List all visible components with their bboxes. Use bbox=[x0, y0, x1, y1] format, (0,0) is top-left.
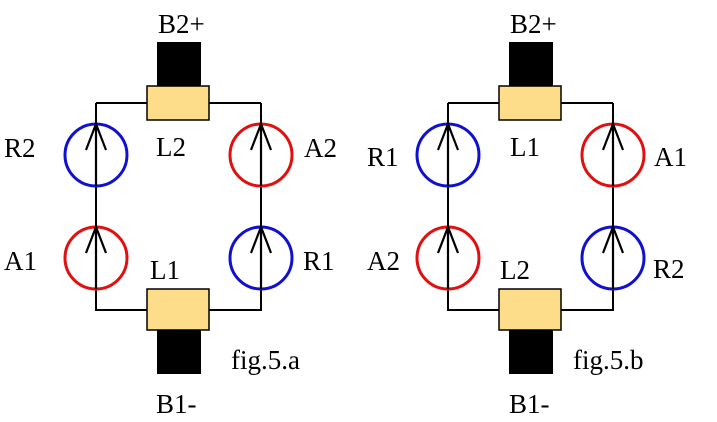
wire-loop bbox=[95, 102, 262, 311]
inductor-bottom bbox=[146, 288, 210, 331]
terminal-label-top: B2+ bbox=[510, 9, 557, 39]
terminal-label-bottom: B1- bbox=[509, 389, 550, 419]
coil-left-bottom: A2 bbox=[367, 223, 481, 291]
figure-5a: B2+ L2 L1 B1- fig.5.a R2 A1 A2 R1 bbox=[4, 9, 337, 419]
up-arrow-icon bbox=[249, 223, 273, 289]
terminal-label-top: B2+ bbox=[158, 9, 205, 39]
coil-label: R2 bbox=[653, 254, 685, 284]
up-arrow-icon bbox=[436, 120, 460, 186]
battery-terminal-top bbox=[509, 42, 553, 86]
coil-label: R2 bbox=[4, 133, 36, 163]
coil-label: A1 bbox=[4, 246, 37, 276]
coil-left-top: R1 bbox=[367, 120, 481, 188]
wire-loop bbox=[447, 102, 614, 311]
coil-right-bottom: R2 bbox=[580, 223, 685, 291]
figure-caption: fig.5.b bbox=[573, 345, 644, 375]
terminal-label-bottom: B1- bbox=[156, 389, 197, 419]
coil-left-bottom: A1 bbox=[4, 223, 129, 291]
coil-right-top: A1 bbox=[580, 120, 687, 188]
coil-label: A2 bbox=[304, 133, 337, 163]
battery-terminal-top bbox=[157, 42, 201, 86]
figure-caption: fig.5.a bbox=[231, 345, 300, 375]
up-arrow-icon bbox=[84, 223, 108, 289]
coil-label: R1 bbox=[303, 246, 335, 276]
up-arrow-icon bbox=[84, 120, 108, 186]
inductor-label-top: L2 bbox=[156, 132, 186, 162]
coil-label: R1 bbox=[367, 142, 399, 172]
up-arrow-icon bbox=[601, 223, 625, 289]
inductor-top bbox=[498, 85, 562, 121]
battery-terminal-bottom bbox=[509, 330, 553, 374]
inductor-label-top: L1 bbox=[510, 132, 540, 162]
up-arrow-icon bbox=[436, 223, 460, 289]
coil-label: A2 bbox=[367, 246, 400, 276]
inductor-bottom bbox=[498, 288, 562, 331]
inductor-top bbox=[146, 85, 210, 121]
battery-terminal-bottom bbox=[157, 330, 201, 374]
up-arrow-icon bbox=[249, 120, 273, 186]
coil-left-top: R2 bbox=[4, 120, 129, 188]
inductor-label-bottom: L1 bbox=[150, 255, 180, 285]
coil-label: A1 bbox=[654, 142, 687, 172]
figure-5b: B2+ L1 L2 B1- fig.5.b R1 A2 A1 R2 bbox=[367, 9, 687, 419]
up-arrow-icon bbox=[601, 120, 625, 186]
inductor-label-bottom: L2 bbox=[500, 255, 530, 285]
coil-right-bottom: R1 bbox=[228, 223, 335, 291]
coil-right-top: A2 bbox=[228, 120, 337, 188]
